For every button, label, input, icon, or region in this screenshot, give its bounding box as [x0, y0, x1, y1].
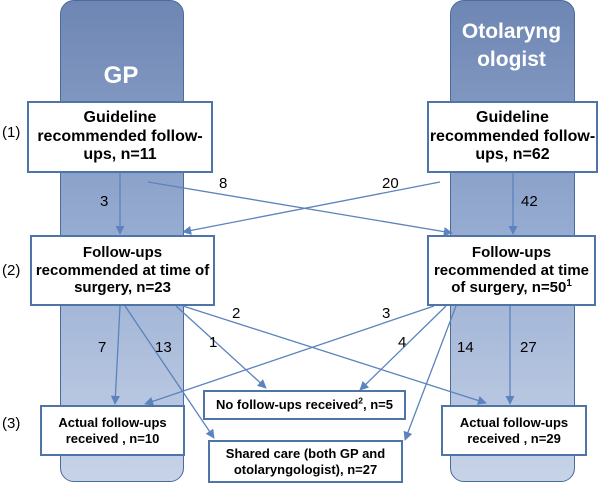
footnote-1-marker: 1	[566, 278, 572, 290]
flow-count-gp-recommended-to-oto-actual: 2	[232, 305, 241, 322]
arrow-gp-recommended-to-none	[175, 305, 267, 389]
flow-count-gp-recommended-to-shared: 13	[155, 339, 172, 356]
oto-recommended-main: Follow-ups recommended at time of surger…	[433, 243, 590, 297]
flow-count-gp-recommended-to-gp-actual: 7	[98, 339, 107, 356]
stage-label-1: (1)	[2, 124, 21, 141]
no-follow-ups-text: No follow-ups received2, n=5	[215, 396, 393, 413]
arrow-oto-recommended-to-gp-actual	[144, 305, 435, 406]
flow-count-gp-recommended-to-none: 1	[209, 334, 218, 351]
oto-recommended-box: Follow-ups recommended at time of surger…	[427, 235, 596, 306]
gp-column-title: GP	[103, 62, 139, 89]
otolaryngologist-column-title: Otolaryng ologist	[461, 20, 562, 72]
arrow-gp-recommended-to-gp-actual	[110, 305, 121, 405]
gp-actual-box: Actual follow-ups received , n=10	[40, 405, 185, 456]
arrow-gp-recommended-to-shared	[124, 305, 215, 439]
gp-recommended-box: Follow-ups recommended at time of surger…	[30, 235, 215, 306]
flow-count-gp-guideline-to-gp-recommended: 3	[100, 193, 109, 210]
no-follow-ups-box: No follow-ups received2, n=5	[203, 390, 406, 420]
stage-label-3: (3)	[2, 415, 21, 432]
no-follow-ups-count: , n=5	[363, 397, 393, 413]
oto-guideline-text: Guideline recommended follow-ups, n=62	[429, 108, 596, 164]
arrow-oto-recommended-to-none	[359, 305, 447, 391]
arrow-gp-guideline-to-oto-recommended	[147, 181, 453, 237]
oto-actual-text: Actual follow-ups received , n=29	[459, 415, 569, 446]
arrow-oto-guideline-to-gp-recommended	[182, 181, 441, 235]
flow-count-oto-recommended-to-gp-actual: 3	[382, 305, 391, 322]
gp-actual-text: Actual follow-ups received , n=10	[58, 415, 167, 446]
flow-count-gp-guideline-to-oto-recommended: 8	[219, 175, 228, 192]
arrow-gp-recommended-to-oto-actual	[182, 305, 487, 405]
shared-care-box: Shared care (both GP and otolaryngologis…	[208, 440, 403, 483]
shared-care-text: Shared care (both GP and otolaryngologis…	[225, 446, 386, 477]
oto-recommended-text: Follow-ups recommended at time of surger…	[429, 244, 594, 297]
gp-guideline-text: Guideline recommended follow-ups, n=11	[37, 108, 203, 164]
gp-recommended-text: Follow-ups recommended at time of surger…	[35, 243, 210, 297]
arrow-oto-recommended-to-shared	[403, 305, 457, 441]
flow-count-oto-recommended-to-none: 4	[398, 334, 407, 351]
oto-guideline-box: Guideline recommended follow-ups, n=62	[427, 101, 598, 173]
flow-count-oto-guideline-to-gp-recommended: 20	[382, 175, 399, 192]
footnote-2-marker: 2	[358, 396, 363, 406]
flow-count-oto-recommended-to-shared: 14	[457, 339, 474, 356]
no-follow-ups-main: No follow-ups received	[215, 397, 359, 413]
stage-label-2: (2)	[2, 262, 21, 279]
oto-actual-box: Actual follow-ups received , n=29	[441, 405, 587, 456]
flow-count-oto-guideline-to-oto-recommended: 42	[521, 193, 538, 210]
gp-guideline-box: Guideline recommended follow-ups, n=11	[27, 101, 213, 173]
flow-count-oto-recommended-to-oto-actual: 27	[520, 339, 537, 356]
